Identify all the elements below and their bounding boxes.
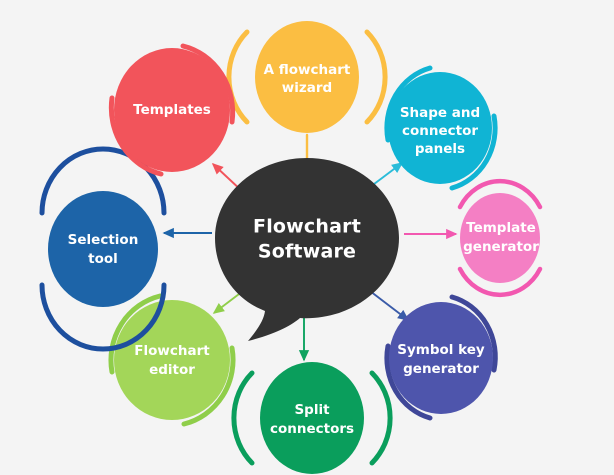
- connector-to-symbol-key-generator: [369, 290, 410, 321]
- node-template-generator[interactable]: Template generator: [457, 179, 543, 297]
- node-templates[interactable]: Templates: [108, 43, 236, 177]
- node-flowchart-editor[interactable]: Flowchart editor: [108, 293, 236, 427]
- node-circle[interactable]: [389, 302, 493, 414]
- node-circle[interactable]: [255, 21, 359, 133]
- node-label-line1: Split: [294, 402, 330, 418]
- node-arc-left: [231, 370, 255, 466]
- node-label-line1: A flowchart: [264, 62, 351, 78]
- node-arc-bottom: [457, 266, 543, 297]
- node-label-line2: generator: [463, 239, 539, 255]
- node-a-flowchart-wizard[interactable]: A flowchart wizard: [226, 21, 388, 133]
- node-circle[interactable]: [114, 48, 230, 172]
- node-label-line2: generator: [403, 361, 479, 377]
- node-shape-and-connector-panels[interactable]: Shape and connector panels: [384, 65, 498, 191]
- node-arc-top-right: [449, 294, 498, 373]
- node-split-connectors[interactable]: Split connectors: [231, 362, 393, 474]
- center-label-line2: Software: [258, 241, 356, 263]
- node-label-line2: wizard: [282, 80, 332, 96]
- node-label-line1: Shape and: [400, 105, 480, 121]
- node-label-line1: Flowchart: [134, 343, 210, 359]
- speech-bubble-shape[interactable]: [215, 158, 399, 341]
- node-label-line1: Templates: [133, 102, 211, 118]
- node-arc-right: [364, 29, 388, 125]
- node-label-line1: Template: [466, 220, 536, 236]
- node-arc-bottom-right: [449, 113, 498, 191]
- node-arc-left: [226, 29, 250, 125]
- node-arc-bottom: [39, 282, 167, 352]
- node-circle[interactable]: [48, 191, 158, 307]
- node-circle[interactable]: [114, 300, 230, 420]
- node-circle[interactable]: [260, 362, 364, 474]
- node-arc-right: [369, 370, 393, 466]
- node-arc-top-right: [180, 43, 236, 125]
- node-label-line3: panels: [415, 141, 465, 157]
- node-arc-top-left: [384, 65, 433, 143]
- center-label-line1: Flowchart: [253, 216, 361, 238]
- node-circle[interactable]: [388, 72, 492, 184]
- node-label-line2: connector: [402, 123, 478, 139]
- node-arc-top: [457, 179, 543, 210]
- center-hub[interactable]: Flowchart Software: [215, 158, 399, 341]
- node-circle[interactable]: [460, 193, 540, 283]
- node-label-line1: Symbol key: [397, 342, 485, 358]
- node-selection-tool[interactable]: Selection tool: [39, 146, 167, 352]
- node-arc-bottom-right: [181, 345, 236, 427]
- node-label-line2: editor: [149, 362, 195, 378]
- node-label-line2: connectors: [270, 421, 354, 437]
- connector-to-flowchart-editor: [212, 290, 244, 314]
- node-label-line1: Selection: [68, 232, 139, 248]
- node-symbol-key-generator[interactable]: Symbol key generator: [384, 294, 498, 421]
- node-arc-bottom-left: [384, 343, 433, 421]
- node-arc-top-left: [108, 293, 163, 375]
- node-arc-bottom-left: [108, 95, 164, 177]
- node-label-line2: tool: [88, 251, 118, 267]
- node-arc-top: [39, 146, 167, 216]
